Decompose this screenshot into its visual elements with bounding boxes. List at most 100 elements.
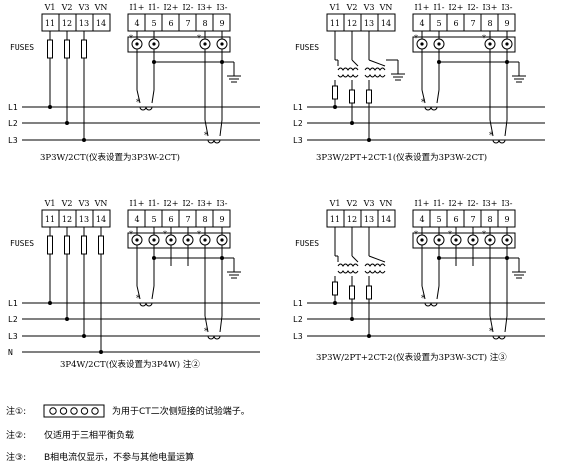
polarity-star: * xyxy=(482,34,486,43)
ct-lead-a xyxy=(136,285,141,300)
phase-label-l3: L3 xyxy=(8,136,18,145)
current-terminal-header: I2- xyxy=(183,3,194,12)
current-terminal-header: I1- xyxy=(149,3,160,12)
phase-label-l3: L3 xyxy=(293,332,303,341)
fuse-symbol xyxy=(47,235,53,255)
current-terminal-header: I3- xyxy=(217,199,228,208)
current-terminal-header: I1+ xyxy=(130,3,145,12)
ct-lead-a xyxy=(151,285,155,300)
current-terminal-header: I3- xyxy=(217,3,228,12)
junction-dot xyxy=(367,138,371,142)
pt-lead xyxy=(351,59,359,67)
current-terminal-number: 5 xyxy=(151,19,156,28)
junction-dot xyxy=(48,301,52,305)
current-terminal-number: 7 xyxy=(470,215,475,224)
phase-label-l2: L2 xyxy=(293,315,303,324)
fuses-label: FUSES xyxy=(295,43,319,52)
current-terminal-header: I3- xyxy=(502,3,513,12)
current-terminal-number: 6 xyxy=(453,19,458,28)
current-terminal-header: I2+ xyxy=(449,199,464,208)
caption-3p3w-2pt-2ct-2: 3P3W/2PT+2CT-2(仪表设置为3P3W-3CT) 注③ xyxy=(316,352,507,363)
phase-label-l1: L1 xyxy=(293,103,303,112)
ct-lead-a xyxy=(436,285,440,300)
ct-coil xyxy=(492,335,506,340)
voltage-terminal-header: V3 xyxy=(363,3,375,12)
current-terminal-header: I2- xyxy=(468,199,479,208)
ct-lead-c xyxy=(504,315,508,333)
shorting-terminal-center xyxy=(135,238,139,242)
phase-label-n: N xyxy=(8,348,13,357)
ct-coil xyxy=(207,139,221,144)
ct-coil xyxy=(139,106,153,111)
test-terminal-legend-ring xyxy=(91,407,99,415)
current-terminal-header: I1- xyxy=(434,199,445,208)
current-terminal-number: 8 xyxy=(487,215,492,224)
voltage-terminal-header: V1 xyxy=(329,3,341,12)
current-terminal-number: 6 xyxy=(453,215,458,224)
current-terminal-number: 6 xyxy=(168,19,173,28)
voltage-terminal-header: VN xyxy=(379,3,393,12)
phase-label-l3: L3 xyxy=(293,136,303,145)
ct-lead-c xyxy=(489,119,494,137)
junction-dot xyxy=(65,121,69,125)
shorting-terminal-center xyxy=(505,42,509,46)
current-terminal-header: I2- xyxy=(183,199,194,208)
current-terminal-header: I3+ xyxy=(483,3,498,12)
polarity-star: * xyxy=(204,327,208,336)
voltage-terminal-header: V3 xyxy=(78,3,90,12)
polarity-star: * xyxy=(489,131,493,140)
current-terminal-number: 8 xyxy=(202,215,207,224)
voltage-terminal-number: 12 xyxy=(347,215,357,224)
fuse-symbol xyxy=(366,285,372,300)
fuse-symbol xyxy=(64,235,70,255)
pt-winding-top xyxy=(337,67,359,71)
current-terminal-header: I2- xyxy=(468,3,479,12)
shorting-terminal-center xyxy=(471,238,475,242)
ct-coil xyxy=(424,302,438,307)
ct-lead-c xyxy=(219,315,223,333)
current-terminal-header: I2+ xyxy=(164,199,179,208)
current-terminal-header: I1+ xyxy=(415,199,430,208)
ct-coil xyxy=(424,106,438,111)
phase-label-l1: L1 xyxy=(8,103,18,112)
pt-winding-bottom xyxy=(364,270,386,274)
current-terminal-header: I2+ xyxy=(164,3,179,12)
voltage-terminal-header: V3 xyxy=(78,199,90,208)
voltage-terminal-number: 11 xyxy=(45,215,55,224)
shorting-terminal-center xyxy=(437,42,441,46)
current-terminal-number: 8 xyxy=(487,19,492,28)
phase-label-l3: L3 xyxy=(8,332,18,341)
voltage-terminal-number: 12 xyxy=(62,19,72,28)
polarity-star: * xyxy=(421,98,425,107)
junction-dot xyxy=(437,256,441,260)
test-terminal-legend-ring xyxy=(59,407,68,415)
junction-dot xyxy=(82,334,86,338)
shorting-terminal-center xyxy=(152,238,156,242)
pt-winding-bottom xyxy=(364,74,386,78)
test-terminal-legend-ring xyxy=(49,407,57,415)
caption-3p4w-2ct: 3P4W/2CT(仪表设置为3P4W) 注② xyxy=(60,359,200,370)
ct-coil xyxy=(207,335,221,340)
junction-dot xyxy=(152,60,156,64)
fuse-symbol xyxy=(332,85,338,100)
polarity-star: * xyxy=(129,230,133,239)
current-terminal-header: I3+ xyxy=(483,199,498,208)
polarity-star: * xyxy=(136,98,140,107)
pt-winding-bottom xyxy=(337,270,359,274)
shorting-terminal-center xyxy=(488,238,492,242)
polarity-star: * xyxy=(489,327,493,336)
polarity-star: * xyxy=(136,294,140,303)
fuse-symbol xyxy=(81,39,87,59)
note-1-text: 为用于CT二次侧短接的试验端子。 xyxy=(112,405,250,417)
current-terminal-number: 5 xyxy=(151,215,156,224)
polarity-star: * xyxy=(163,230,167,239)
note-3-text: B相电流仅显示，不参与其他电量运算 xyxy=(44,451,194,463)
fuse-symbol xyxy=(349,285,355,300)
voltage-terminal-header: VN xyxy=(379,199,393,208)
pt-lead xyxy=(368,59,386,67)
current-terminal-number: 9 xyxy=(504,215,509,224)
pt-winding-top xyxy=(364,263,386,267)
phase-label-l2: L2 xyxy=(8,119,18,128)
